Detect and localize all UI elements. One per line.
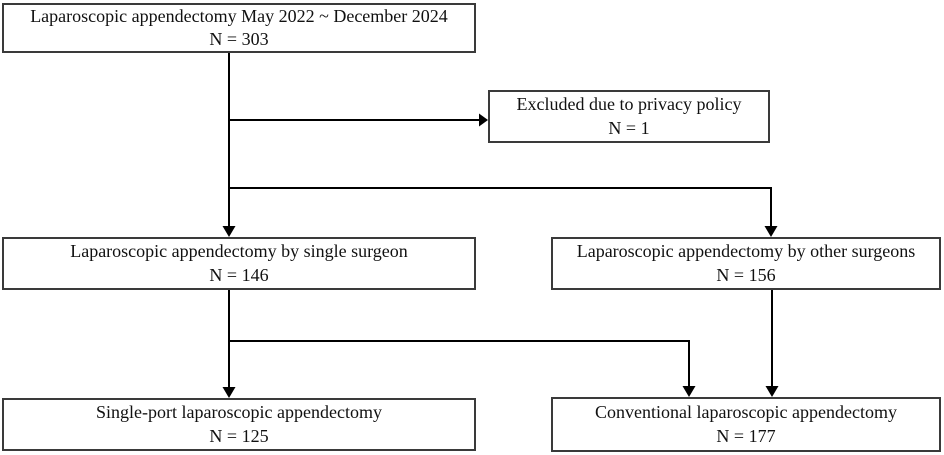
arrow-single-surgeon-to-single-port (222, 290, 236, 398)
flow-box-conventional: Conventional laparoscopic appendectomy N… (551, 397, 941, 452)
arrow-total-to-other-surgeons (229, 187, 778, 237)
arrow-total-to-single-surgeon (222, 53, 236, 237)
box-label: Laparoscopic appendectomy by single surg… (70, 241, 408, 262)
arrow-other-surgeons-to-conventional (765, 290, 779, 397)
arrow-single-surgeon-to-conventional (229, 340, 696, 397)
box-count: N = 125 (209, 425, 269, 446)
box-label: Excluded due to privacy policy (516, 94, 742, 115)
arrow-total-to-excluded (229, 113, 488, 127)
flow-box-single-port: Single-port laparoscopic appendectomy N … (2, 398, 476, 451)
box-label: Laparoscopic appendectomy by other surge… (576, 241, 916, 262)
flow-box-total-cohort: Laparoscopic appendectomy May 2022 ~ Dec… (2, 3, 476, 53)
box-label: Single-port laparoscopic appendectomy (96, 402, 382, 423)
box-count: N = 1 (608, 117, 650, 138)
box-count: N = 156 (716, 264, 776, 285)
box-count: N = 303 (209, 29, 269, 49)
box-label: Laparoscopic appendectomy May 2022 ~ Dec… (30, 5, 448, 26)
box-label: Conventional laparoscopic appendectomy (595, 402, 897, 423)
flow-box-other-surgeons: Laparoscopic appendectomy by other surge… (551, 237, 941, 290)
box-count: N = 177 (716, 425, 776, 446)
box-count: N = 146 (209, 264, 269, 285)
flow-box-excluded: Excluded due to privacy policy N = 1 (488, 90, 770, 143)
flow-box-single-surgeon: Laparoscopic appendectomy by single surg… (2, 237, 476, 290)
